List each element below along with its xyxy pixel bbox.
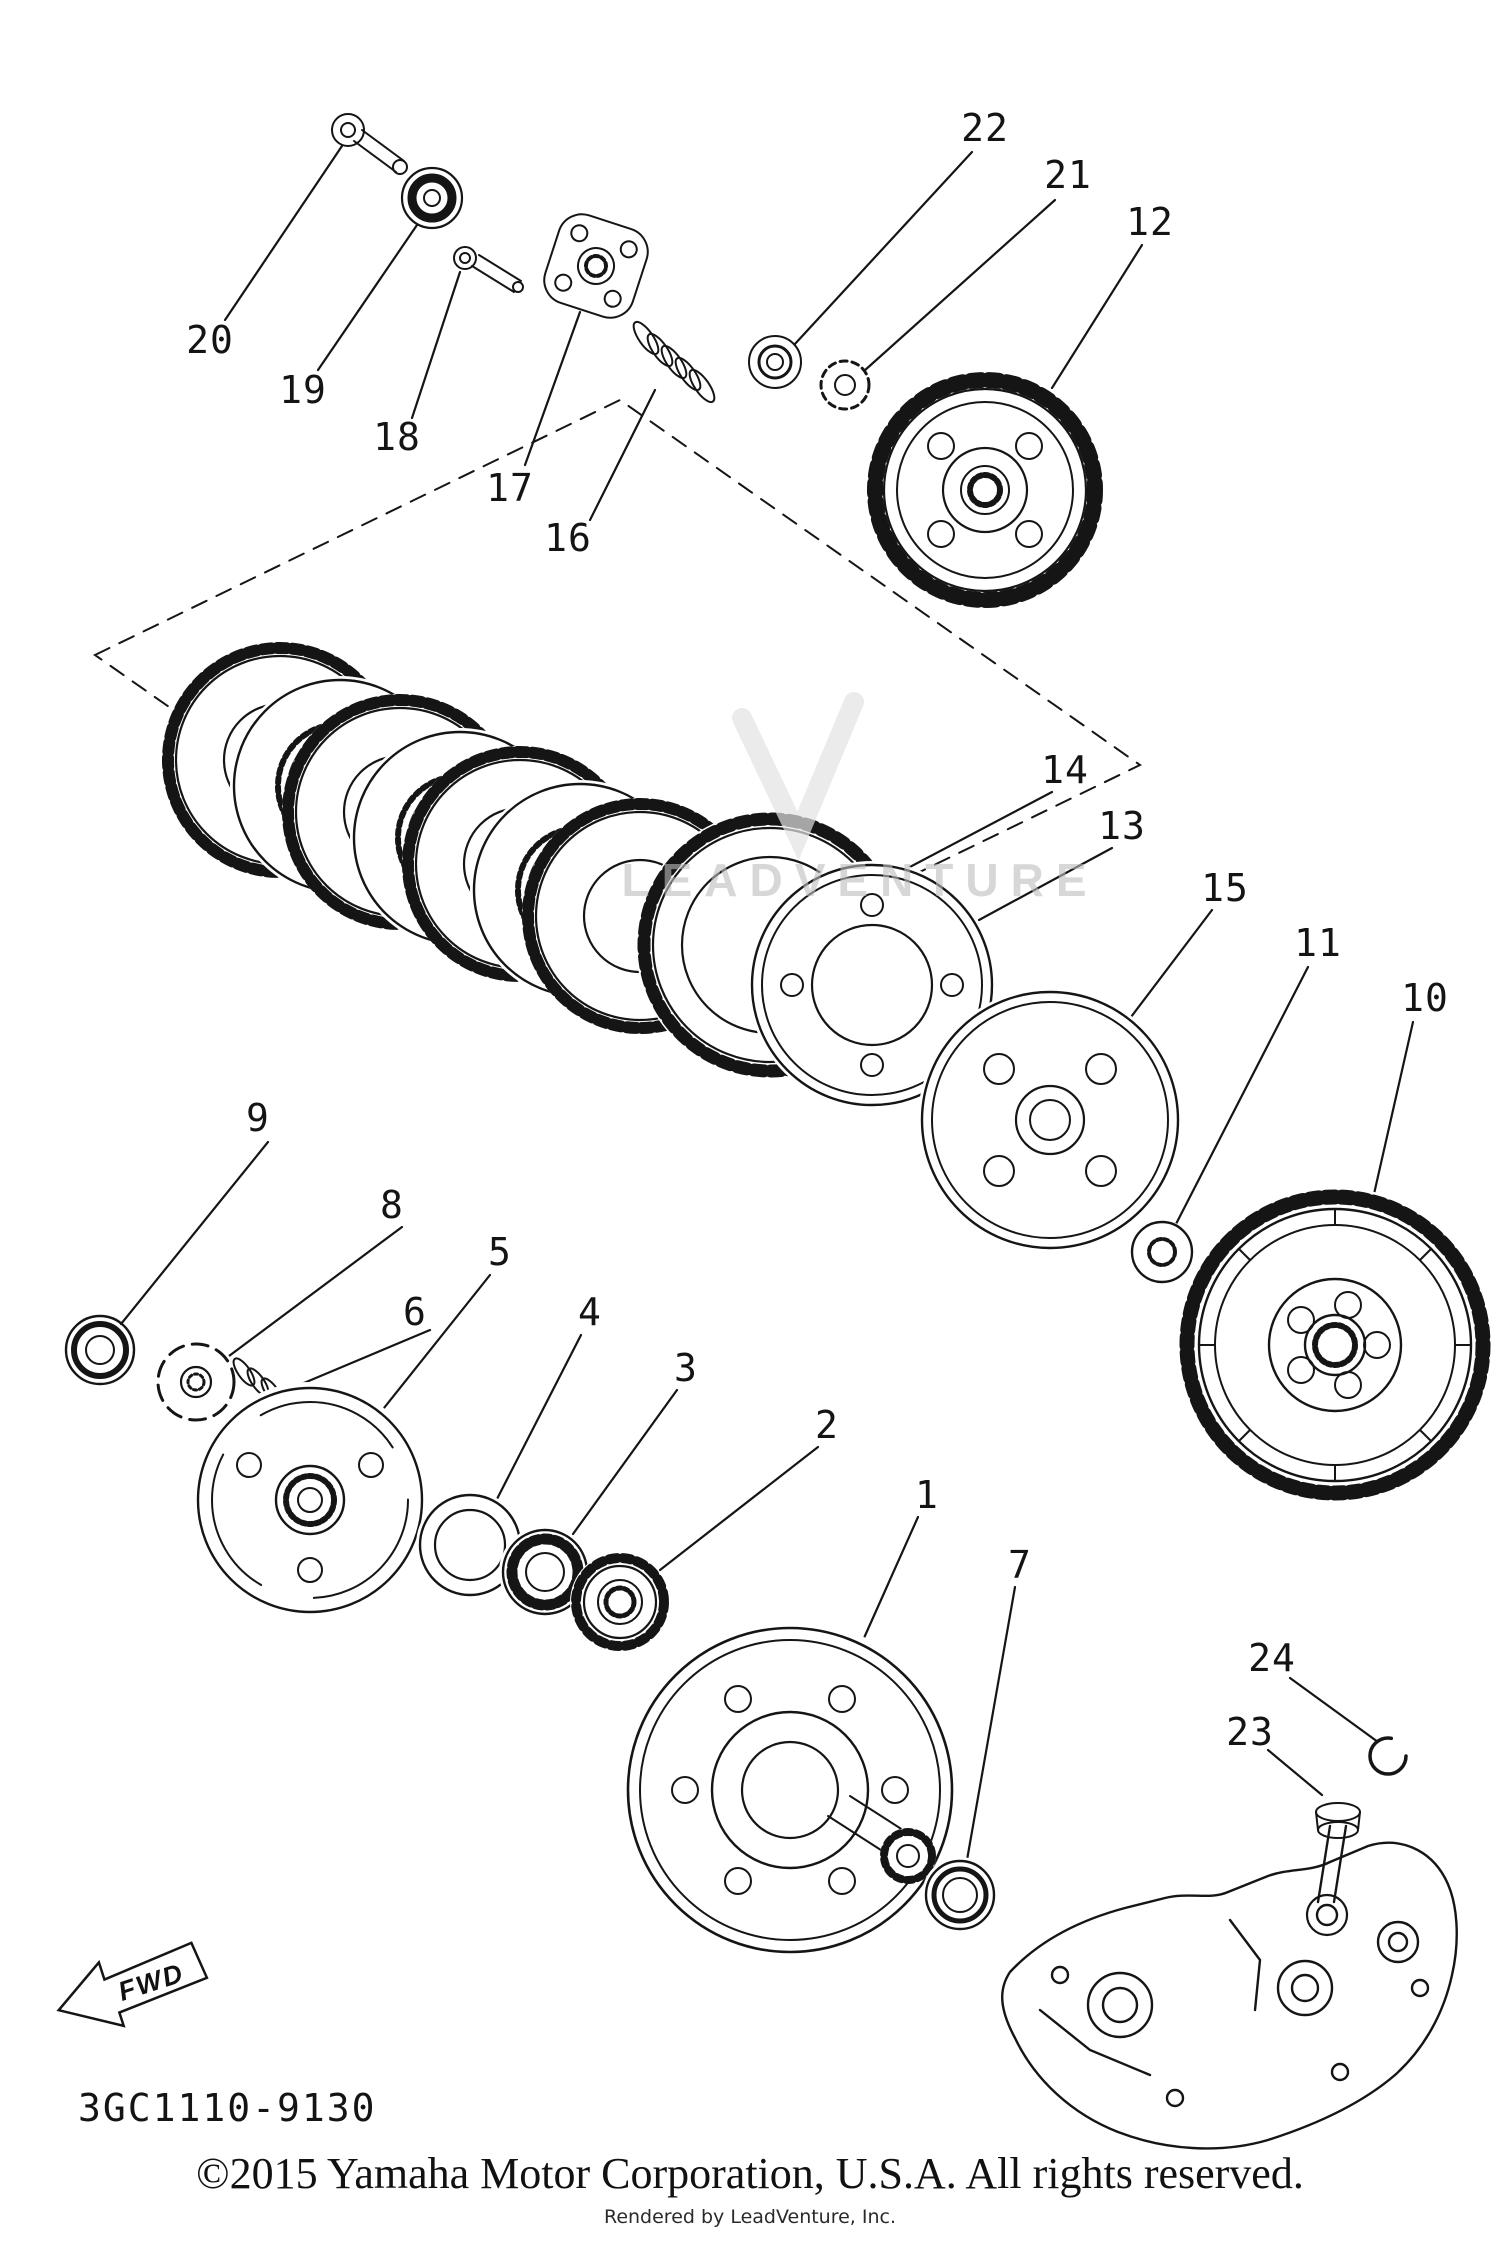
part-primary-gear-12 <box>866 371 1104 609</box>
part-clutch-boss-13 <box>748 861 996 1109</box>
part-push-plate-17 <box>543 213 649 319</box>
part-washer-11 <box>1130 1220 1194 1284</box>
callout-5: 5 <box>488 1230 512 1274</box>
part-bearing-19 <box>400 166 464 230</box>
part-lock-washer-21 <box>819 359 871 411</box>
callout-7: 7 <box>1008 1543 1032 1587</box>
callout-6: 6 <box>403 1290 427 1334</box>
watermark-v-icon <box>732 692 864 861</box>
part-bearing-3 <box>499 1526 591 1618</box>
watermark-text: LEADVENTURE <box>621 854 1099 906</box>
callout-24: 24 <box>1248 1636 1296 1680</box>
callout-22: 22 <box>961 106 1009 150</box>
callout-1: 1 <box>915 1473 939 1517</box>
callout-19: 19 <box>279 368 327 412</box>
part-spring-16 <box>632 320 716 404</box>
crankcase <box>1001 1824 1458 2150</box>
callout-4: 4 <box>578 1290 602 1334</box>
part-plug-23 <box>1315 1802 1361 1839</box>
callout-8: 8 <box>380 1183 404 1227</box>
part-primary-drum-1 <box>620 1620 960 1960</box>
copyright-text: ©2015 Yamaha Motor Corporation, U.S.A. A… <box>196 2149 1304 2198</box>
part-seal-7 <box>922 1857 998 1933</box>
callout-2: 2 <box>815 1403 839 1447</box>
part-bolt-20 <box>331 113 408 175</box>
part-pressure-plate-15 <box>918 988 1182 1252</box>
callout-12: 12 <box>1126 200 1174 244</box>
part-nut-22 <box>748 335 802 389</box>
part-code: 3GC1110-9130 <box>78 2086 377 2130</box>
part-gear-2 <box>570 1552 670 1652</box>
callout-14: 14 <box>1041 748 1089 792</box>
callout-11: 11 <box>1294 921 1342 965</box>
callout-9: 9 <box>246 1096 270 1140</box>
part-plate-8 <box>154 1340 238 1424</box>
part-clutch-housing-10 <box>1177 1187 1493 1503</box>
part-carrier-assembly-5 <box>192 1382 428 1618</box>
callout-23: 23 <box>1226 1710 1274 1754</box>
callout-3: 3 <box>674 1346 698 1390</box>
callout-18: 18 <box>373 415 421 459</box>
fwd-arrow: FWD <box>56 1941 209 2028</box>
rendered-by-text: Rendered by LeadVenture, Inc. <box>603 2206 897 2228</box>
callout-15: 15 <box>1201 866 1249 910</box>
callout-21: 21 <box>1044 153 1092 197</box>
callout-10: 10 <box>1401 976 1449 1020</box>
leader-lines <box>119 144 1415 1862</box>
part-bolt-18 <box>453 246 524 293</box>
callout-17: 17 <box>486 466 534 510</box>
callout-13: 13 <box>1098 804 1146 848</box>
callout-20: 20 <box>186 318 234 362</box>
part-circlip-24 <box>1368 1736 1408 1776</box>
callout-16: 16 <box>544 516 592 560</box>
part-washer-9 <box>64 1314 136 1386</box>
